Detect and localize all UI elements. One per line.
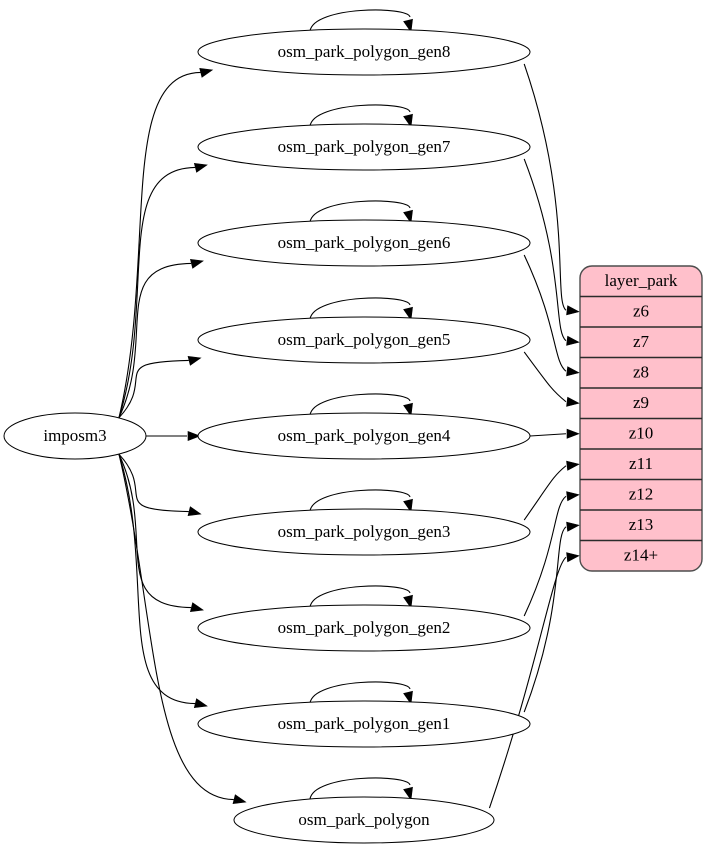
arrowhead-imposm3-to-gen5 [187,356,202,366]
node-gen4-label: osm_park_polygon_gen4 [278,426,451,445]
node-gen4-shape[interactable] [197,412,531,460]
arrowhead-gen8-to-z6 [566,305,580,316]
self-loop-gen4 [309,393,411,416]
edge-imposm3-to-gen5 [118,359,189,418]
arrowhead-self-loop-gen8 [403,18,413,33]
arrowhead-base-to-z14+ [566,552,580,563]
arrowhead-imposm3-to-gen4 [187,430,201,442]
node-base[interactable]: osm_park_polygon [233,796,495,844]
layer-park-header-label: layer_park [605,271,678,290]
node-gen1-shape[interactable] [197,700,531,748]
zoom-row-z14+[interactable]: z14+ [624,546,658,565]
arrowhead-gen6-to-z8 [566,366,580,377]
arrowhead-imposm3-to-gen1 [193,698,208,708]
node-gen1-label: osm_park_polygon_gen1 [278,714,451,733]
self-loop-base [309,777,411,800]
self-loop-gen6 [309,200,411,223]
arrowhead-self-loop-base [403,786,413,801]
edge-gen4-to-z10 [529,433,567,437]
edge-gen3-to-z11 [523,465,567,521]
node-gen2-shape[interactable] [197,604,531,652]
node-base-shape[interactable] [233,796,495,844]
edge-gen7-to-z7 [523,158,567,342]
node-gen5[interactable]: osm_park_polygon_gen5 [197,316,531,364]
node-gen6-label: osm_park_polygon_gen6 [278,233,451,252]
edge-gen8-to-z6 [523,63,567,311]
arrowhead-imposm3-to-gen2 [189,602,204,612]
edge-imposm3-to-gen8 [118,71,201,418]
edge-gen2-to-z12 [523,495,567,617]
arrowhead-imposm3-to-base [232,794,247,804]
arrowhead-imposm3-to-gen3 [187,506,202,516]
edges-layer [118,9,580,809]
node-gen5-shape[interactable] [197,316,531,364]
arrowhead-self-loop-gen3 [403,498,413,513]
arrowhead-gen3-to-z11 [566,460,580,471]
edge-gen6-to-z8 [523,254,567,372]
self-loop-gen5 [309,297,411,320]
zoom-row-z6[interactable]: z6 [633,302,649,321]
node-gen7[interactable]: osm_park_polygon_gen7 [197,123,531,171]
node-base-label: osm_park_polygon [298,810,430,829]
node-gen3-label: osm_park_polygon_gen3 [278,522,451,541]
arrowhead-self-loop-gen7 [403,113,413,128]
node-gen1[interactable]: osm_park_polygon_gen1 [197,700,531,748]
edge-base-to-z14+ [488,556,567,809]
node-gen6[interactable]: osm_park_polygon_gen6 [197,219,531,267]
zoom-row-z9[interactable]: z9 [633,393,649,412]
node-gen6-shape[interactable] [197,219,531,267]
self-loop-gen3 [309,489,411,512]
edge-imposm3-to-base [118,454,234,801]
node-gen7-label: osm_park_polygon_gen7 [278,137,451,156]
zoom-row-z10[interactable]: z10 [629,424,654,443]
arrowhead-self-loop-gen4 [403,402,413,417]
node-gen3[interactable]: osm_park_polygon_gen3 [197,508,531,556]
node-gen8[interactable]: osm_park_polygon_gen8 [197,28,531,76]
arrowhead-self-loop-gen1 [403,690,413,705]
edge-imposm3-to-gen2 [118,454,192,609]
nodes-layer: imposm3 osm_park_polygon_gen8 osm_park_pol… [3,28,531,844]
layer-park-table[interactable]: layer_park z6 z7 z8 z9 z10 z11 z12 z13 z14+ [579,265,703,572]
node-gen2[interactable]: osm_park_polygon_gen2 [197,604,531,652]
edge-imposm3-to-gen3 [118,454,189,513]
node-gen5-label: osm_park_polygon_gen5 [278,330,451,349]
zoom-row-z11[interactable]: z11 [629,454,653,473]
self-loop-gen8 [309,9,411,32]
edge-imposm3-to-gen6 [118,262,192,418]
edge-imposm3-to-gen7 [118,166,196,418]
arrowhead-imposm3-to-gen7 [193,163,208,173]
zoom-row-z8[interactable]: z8 [633,363,649,382]
node-gen8-shape[interactable] [197,28,531,76]
arrowhead-gen7-to-z7 [566,335,580,346]
arrowhead-imposm3-to-gen8 [199,68,214,78]
edge-gen1-to-z13 [523,526,567,713]
edge-imposm3-to-gen1 [118,454,196,705]
self-loop-gen7 [309,104,411,127]
arrowhead-self-loop-gen5 [403,306,413,321]
self-loop-gen2 [309,585,411,608]
zoom-row-z12[interactable]: z12 [629,485,654,504]
edge-gen5-to-z9 [523,351,567,403]
arrowhead-gen2-to-z12 [566,491,580,502]
node-gen8-label: osm_park_polygon_gen8 [278,42,451,61]
node-gen2-label: osm_park_polygon_gen2 [278,618,451,637]
node-gen4[interactable]: osm_park_polygon_gen4 [197,412,531,460]
arrowhead-self-loop-gen2 [403,594,413,609]
self-loop-gen1 [309,681,411,704]
layer-park-record: layer_park z6 z7 z8 z9 z10 z11 z12 z13 z14+ [579,265,703,572]
arrowhead-gen4-to-z10 [566,428,580,439]
node-gen3-shape[interactable] [197,508,531,556]
node-imposm3-shape[interactable] [3,412,147,460]
zoom-row-z7[interactable]: z7 [633,332,650,351]
zoom-row-z13[interactable]: z13 [629,515,654,534]
node-imposm3[interactable]: imposm3 [3,412,147,460]
node-gen7-shape[interactable] [197,123,531,171]
arrowhead-gen5-to-z9 [566,396,580,407]
node-imposm3-label: imposm3 [43,426,106,445]
arrowhead-self-loop-gen6 [403,209,413,224]
arrowhead-gen1-to-z13 [566,521,580,532]
arrowhead-imposm3-to-gen6 [190,259,204,269]
